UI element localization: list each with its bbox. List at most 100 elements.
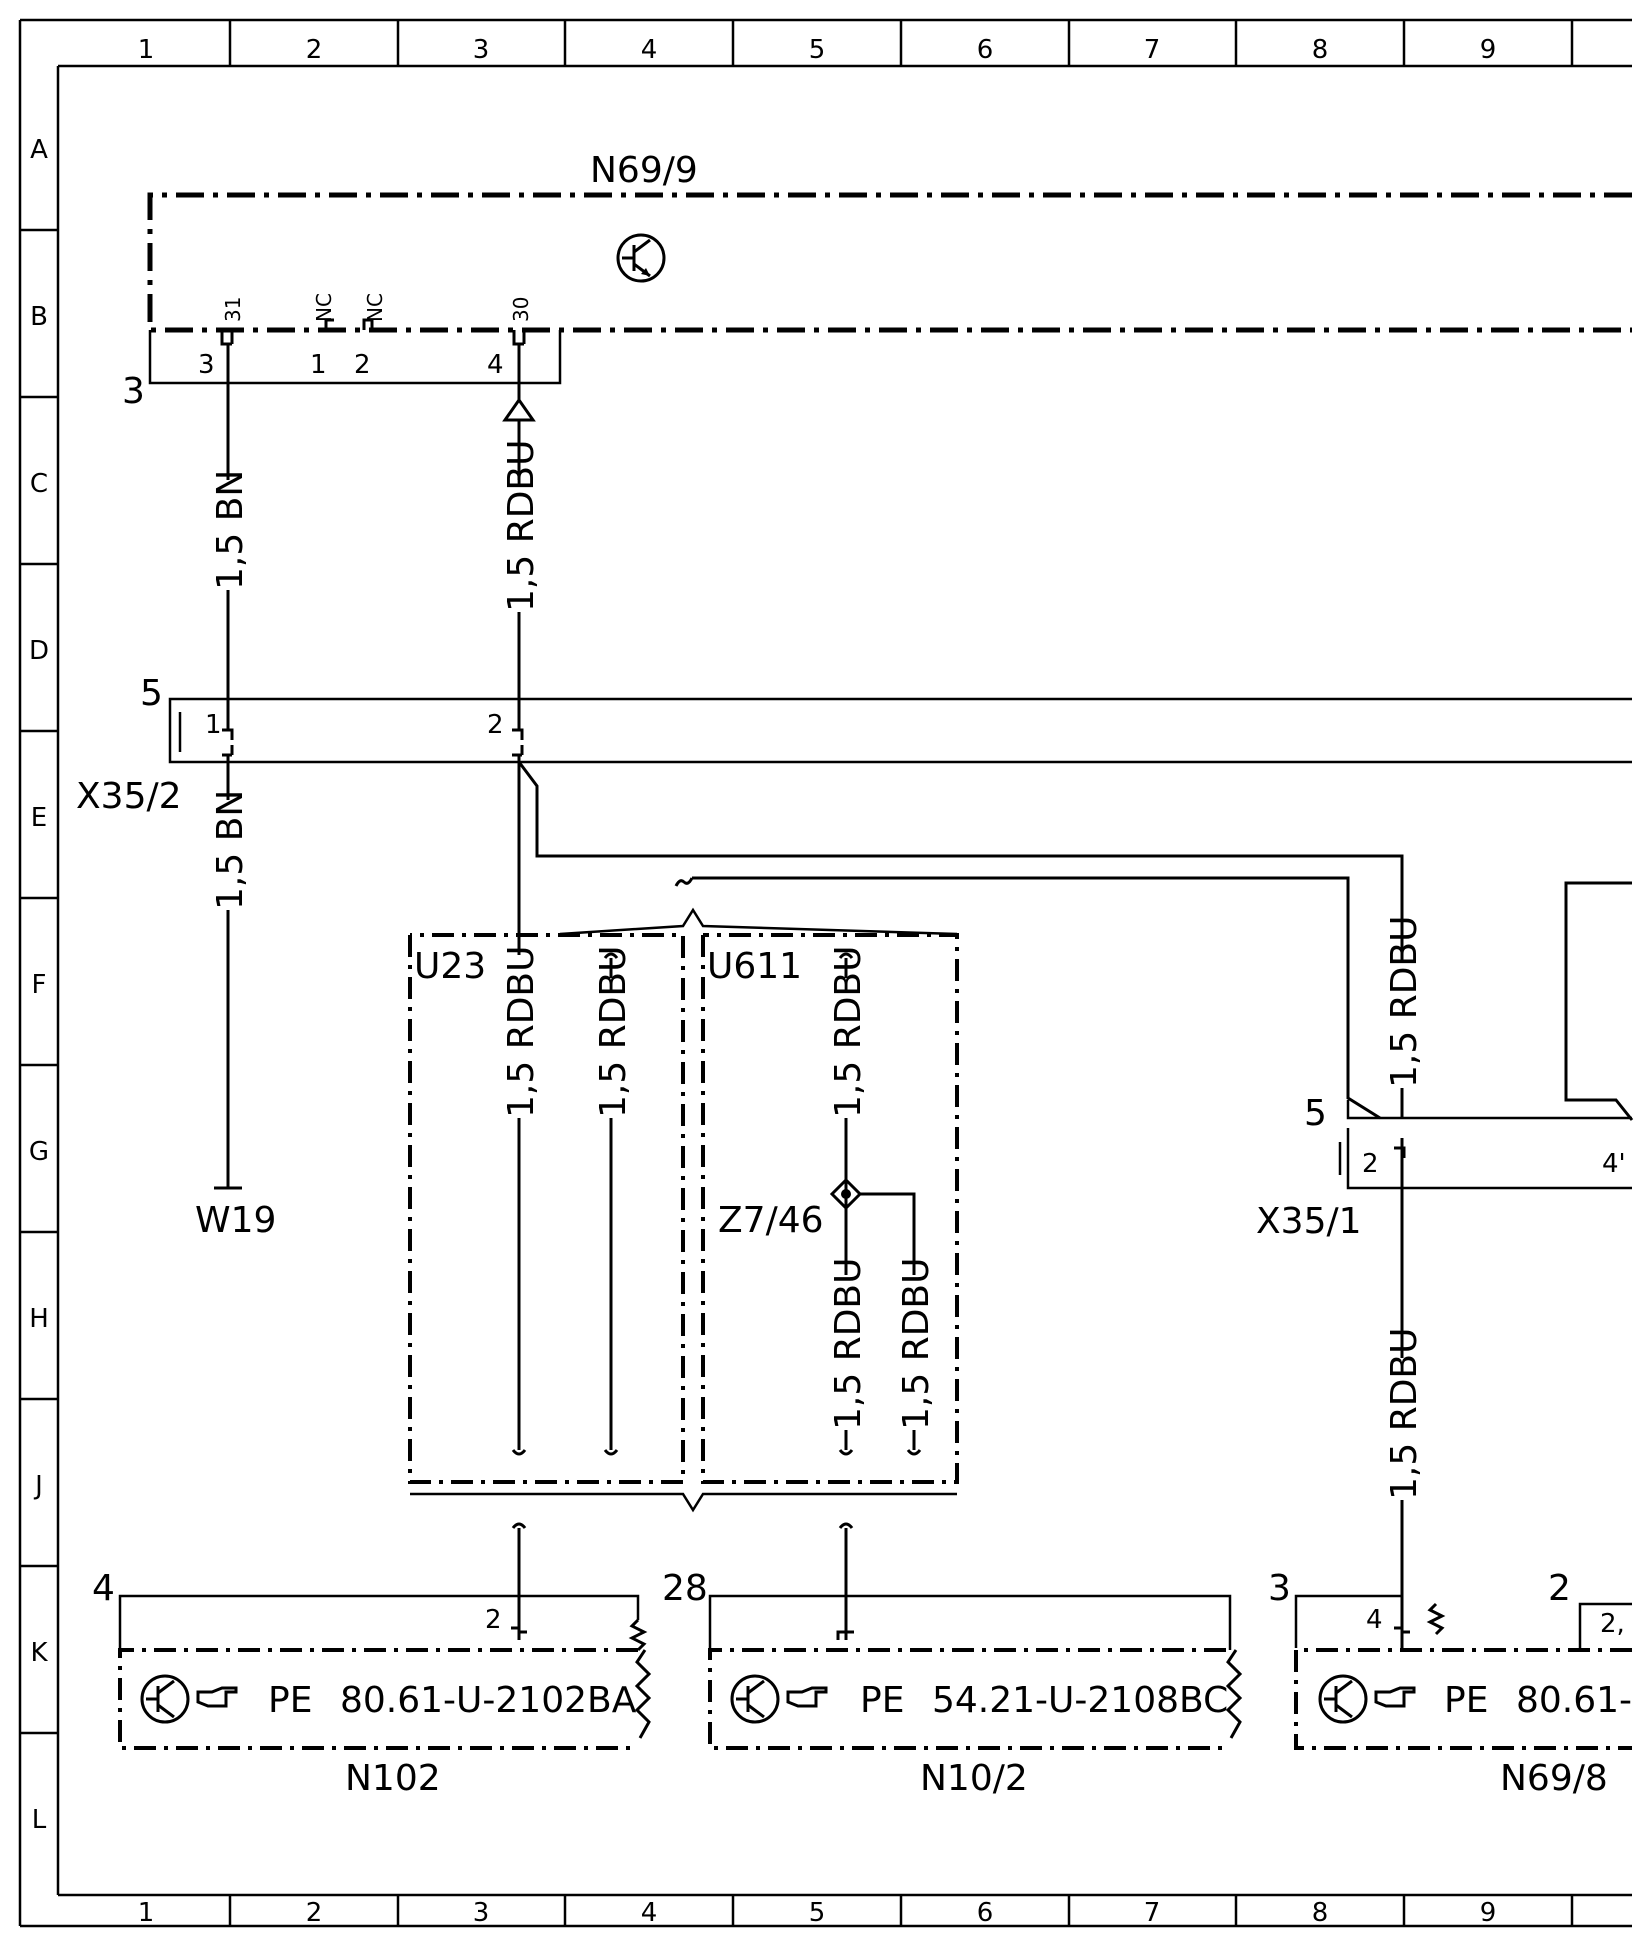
col-label-bottom-1: 1: [138, 1898, 155, 1928]
row-label-L: L: [32, 1805, 47, 1835]
transistor-icon: [1318, 1674, 1368, 1724]
wire-bn: 1,5 BN 1,5 BN W19: [195, 344, 276, 1241]
partial-pin-2: 2,: [1600, 1609, 1625, 1639]
bottom-module-n102: 4 2 PE 80.61-U-2102BA N102: [92, 1522, 652, 1799]
transistor-icon: [140, 1674, 190, 1724]
connector-ref-3: 3: [122, 371, 145, 412]
col-label-bottom-9: 9: [1480, 1898, 1497, 1928]
col-label-top-3: 3: [473, 35, 490, 65]
connector-x35-2: 5 X35/2 1 2: [76, 673, 1632, 817]
connector-x35-2-ref: 5: [140, 673, 163, 714]
col-label-bottom-3: 3: [473, 1898, 490, 1928]
connector-x35-2-pin1: 1: [205, 710, 222, 740]
col-label-bottom-4: 4: [641, 1898, 658, 1928]
ground-w19-label: W19: [195, 1200, 276, 1241]
bottom-module-n69-8: 3 4 PE 80.61- N69/8: [1268, 1568, 1632, 1799]
n10-2-ref: 28: [662, 1568, 708, 1609]
n69-8-pe: PE: [1444, 1680, 1488, 1721]
row-label-C: C: [30, 469, 48, 499]
row-label-E: E: [31, 803, 47, 833]
col-label-top-4: 4: [641, 35, 658, 65]
col-label-bottom-6: 6: [977, 1898, 994, 1928]
wire-rdbu-main: 1,5 RDBU 1,5 RDBU 1,5 RDBU: [501, 344, 1425, 1648]
col-label-top-1: 1: [138, 35, 155, 65]
group-u23: U23 1,5 RDBU 1,5 RDBU: [408, 933, 685, 1484]
wire-u611-top-label: 1,5 RDBU: [828, 946, 869, 1118]
n10-2-pe: PE: [860, 1680, 904, 1721]
wire-bn-top-label: 1,5 BN: [210, 470, 251, 590]
pin-nc1-label: NC: [312, 293, 336, 322]
partial-ref-2: 2: [1548, 1568, 1571, 1609]
connector-x35-1-label: X35/1: [1256, 1201, 1362, 1242]
splice-icon: [829, 1177, 863, 1211]
col-label-top-7: 7: [1144, 35, 1161, 65]
connector-pin-4: 4: [487, 350, 504, 380]
connector-pin-1: 1: [310, 350, 327, 380]
pin-30-label: 30: [509, 297, 533, 322]
wire-rdbu-top-label: 1,5 RDBU: [501, 440, 542, 612]
wire-rdbu-right-bottom-label: 1,5 RDBU: [1384, 1328, 1425, 1500]
connector-pin-2: 2: [354, 350, 371, 380]
wire-u23-b-label: 1,5 RDBU: [593, 946, 634, 1118]
module-n69-9: N69/9 31 NC NC 30 3 3 1 2 4: [122, 150, 1632, 412]
pin-nc2-label: NC: [363, 293, 387, 322]
wire-u23-a-label: 1,5 RDBU: [501, 946, 542, 1118]
row-label-B: B: [30, 302, 48, 332]
column-dividers-top: [228, 20, 1574, 66]
drawing-frame: 1 2 3 4 5 6 7 8 9 1 2 3 4 5 6 7 8 9 A B …: [18, 18, 1632, 1928]
row-label-J: J: [33, 1471, 43, 1501]
connector-x35-1-ref: 5: [1304, 1093, 1327, 1134]
row-dividers: [20, 228, 58, 1735]
pin-markers: [220, 318, 526, 346]
row-label-A: A: [30, 135, 48, 165]
n69-8-ref: 3: [1268, 1568, 1291, 1609]
n10-2-name: N10/2: [920, 1758, 1028, 1799]
n10-2-code: 54.21-U-2108BC: [932, 1680, 1228, 1721]
group-u611-label: U611: [707, 946, 802, 987]
col-label-top-9: 9: [1480, 35, 1497, 65]
row-label-D: D: [29, 636, 49, 666]
connector-pin-3: 3: [198, 350, 215, 380]
connector-x35-1-pin2: 2: [1362, 1149, 1379, 1179]
n69-8-pin: 4: [1366, 1605, 1383, 1635]
right-box-outline: [1564, 881, 1634, 1121]
col-label-top-8: 8: [1312, 35, 1329, 65]
row-label-F: F: [32, 970, 47, 1000]
col-label-bottom-7: 7: [1144, 1898, 1161, 1928]
connector-x35-2-label: X35/2: [76, 776, 182, 817]
col-label-top-5: 5: [809, 35, 826, 65]
n69-8-name: N69/8: [1500, 1758, 1608, 1799]
n102-pe: PE: [268, 1680, 312, 1721]
group-u611: U611 1,5 RDBU Z7/46 1,5 RDBU 1,5 RDBU: [410, 907, 959, 1513]
n69-8-code: 80.61-: [1516, 1680, 1632, 1721]
module-n69-9-label: N69/9: [590, 150, 698, 191]
splice-z7-46-label: Z7/46: [718, 1200, 824, 1241]
n102-code: 80.61-U-2102BA: [340, 1680, 637, 1721]
col-label-bottom-8: 8: [1312, 1898, 1329, 1928]
n102-name: N102: [345, 1758, 441, 1799]
col-label-top-2: 2: [306, 35, 323, 65]
row-label-K: K: [30, 1638, 48, 1668]
col-label-top-6: 6: [977, 35, 994, 65]
transistor-icon: [730, 1674, 780, 1724]
pointing-hand-icon: [196, 1686, 238, 1708]
wire-bn-bottom-label: 1,5 BN: [210, 790, 251, 910]
pointing-hand-icon: [786, 1686, 828, 1708]
col-label-bottom-5: 5: [809, 1898, 826, 1928]
n102-ref: 4: [92, 1568, 115, 1609]
partial-right-connector: 2 2,: [1548, 1568, 1632, 1648]
column-dividers-bottom: [228, 1895, 1574, 1926]
n102-pin: 2: [485, 1605, 502, 1635]
col-label-bottom-2: 2: [306, 1898, 323, 1928]
row-label-H: H: [29, 1304, 49, 1334]
connector-x35-2-pin2: 2: [487, 710, 504, 740]
wire-u611-a-label: 1,5 RDBU: [828, 1258, 869, 1430]
group-u23-label: U23: [414, 946, 486, 987]
wire-rdbu-right-top-label: 1,5 RDBU: [1384, 916, 1425, 1088]
pointing-hand-icon: [1374, 1686, 1416, 1708]
pin-31-label: 31: [221, 297, 245, 322]
transistor-icon: [616, 233, 666, 283]
wire-u611-b-label: 1,5 RDBU: [896, 1258, 937, 1430]
row-label-G: G: [29, 1137, 49, 1167]
